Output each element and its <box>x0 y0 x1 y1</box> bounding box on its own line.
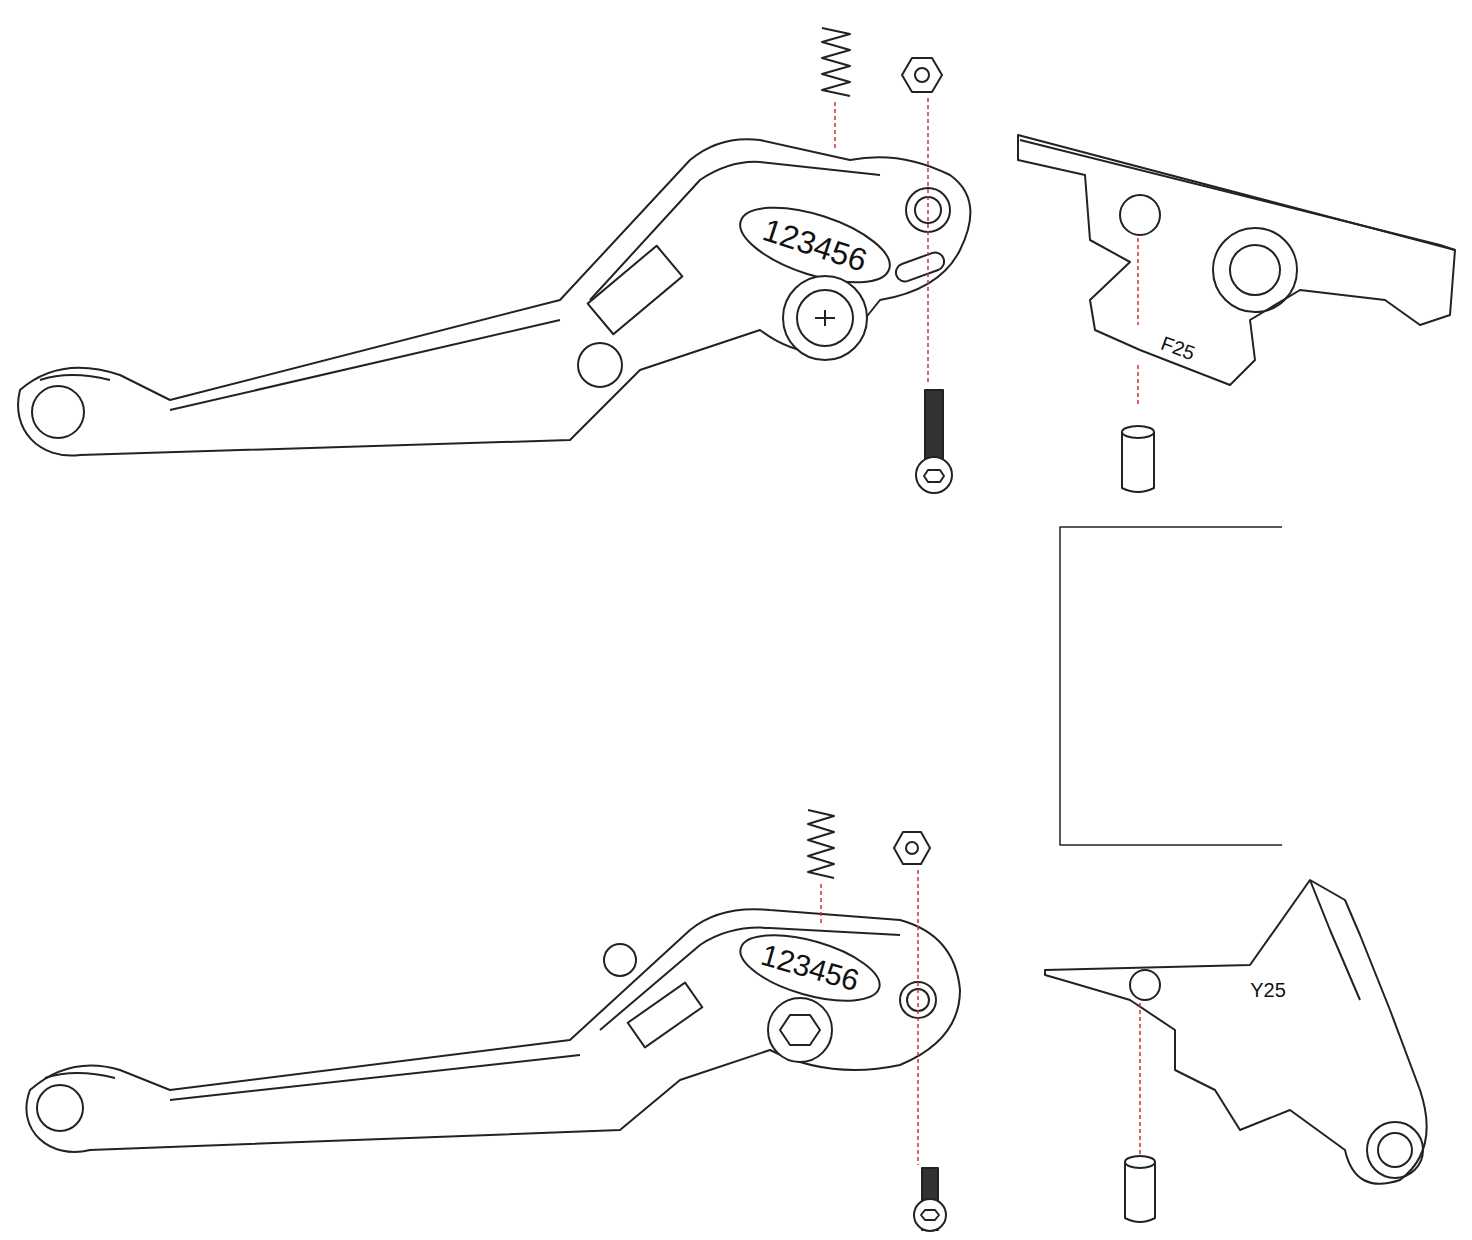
nut <box>894 832 930 864</box>
folding-joint <box>588 246 683 334</box>
divider-bracket <box>1060 527 1282 845</box>
bracket <box>1018 135 1455 385</box>
bracket-edge <box>1020 140 1455 250</box>
adjuster-slot <box>815 310 835 326</box>
lever-hole <box>32 386 84 438</box>
spring <box>808 810 834 878</box>
bracket <box>1045 880 1427 1184</box>
bracket-boss <box>1213 228 1297 312</box>
part-code: Y25 <box>1250 980 1286 1000</box>
bolt-head <box>914 1199 946 1231</box>
nut-hole <box>906 842 918 854</box>
bracket-boss <box>1378 1133 1412 1167</box>
bushing-top <box>1125 1156 1155 1168</box>
adjuster-knob <box>768 998 832 1062</box>
lever-slot <box>40 375 110 380</box>
folding-joint <box>628 983 703 1048</box>
adjuster-nut <box>780 1015 820 1045</box>
leader-line <box>1137 238 1139 405</box>
bolt-socket <box>924 470 944 482</box>
lever-edge <box>170 928 900 1100</box>
lever-hole <box>37 1085 83 1131</box>
bracket-boss <box>1367 1122 1423 1178</box>
nut-hole <box>915 68 929 82</box>
bracket-hole <box>1120 195 1160 235</box>
adjuster-tab <box>893 250 946 284</box>
lever-body <box>18 139 970 455</box>
lever-body <box>26 909 960 1152</box>
adjuster-knob <box>797 290 853 346</box>
nut <box>902 58 942 92</box>
adjuster-knob <box>783 276 867 360</box>
bracket-hole <box>1130 970 1160 1000</box>
lever-slot <box>45 1073 115 1078</box>
bushing <box>1125 1162 1155 1222</box>
bolt-socket <box>921 1210 939 1220</box>
bracket-edge <box>1310 880 1360 1000</box>
bushing <box>1122 432 1154 492</box>
bracket-boss <box>1230 245 1280 295</box>
lever-edge <box>170 162 880 410</box>
bolt-head <box>916 457 952 493</box>
folding-pin <box>604 944 636 976</box>
folding-pin <box>578 343 622 387</box>
bolt-thread <box>925 390 943 460</box>
leader-line <box>1139 1003 1141 1155</box>
leader-line <box>821 870 918 1165</box>
bushing-top <box>1122 426 1154 438</box>
spring <box>822 28 850 96</box>
